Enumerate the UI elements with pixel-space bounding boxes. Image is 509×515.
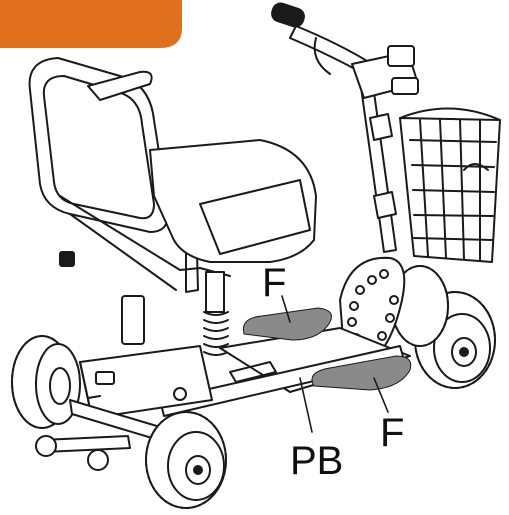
footplate-left	[242, 307, 332, 341]
seat-cushion	[149, 139, 317, 263]
label-platform-base: PB	[290, 439, 343, 483]
front-basket	[399, 107, 501, 263]
rear-left-wheel	[11, 335, 81, 429]
armrest-left	[87, 70, 153, 101]
orange-corner-tab	[0, 0, 182, 48]
front-right-wheel	[414, 291, 496, 389]
rear-axle	[35, 399, 173, 471]
rear-right-wheel	[145, 411, 227, 509]
label-footplate-right: F	[380, 411, 404, 455]
callout-leader-lines	[281, 295, 389, 433]
footplate-right	[311, 355, 412, 391]
label-footplate-left: F	[262, 261, 286, 305]
steering-column	[359, 77, 397, 253]
handlebar	[271, 2, 419, 99]
seat-post	[59, 195, 231, 356]
